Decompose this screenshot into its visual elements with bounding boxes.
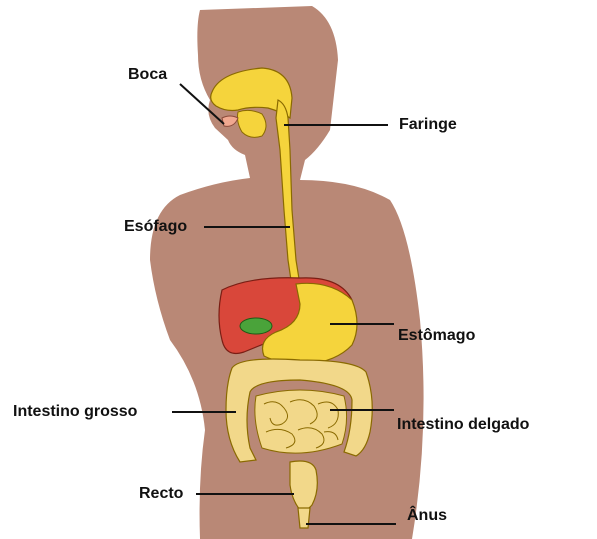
label-recto: Recto <box>139 485 184 502</box>
leader-lines <box>172 83 396 525</box>
label-estomago: Estômago <box>398 327 476 344</box>
label-faringe: Faringe <box>399 116 457 133</box>
lips-shape <box>221 115 239 127</box>
rectum-shape <box>289 460 318 512</box>
leader-line-boca <box>179 83 225 125</box>
gallbladder-shape <box>239 317 273 335</box>
label-esofago: Esófago <box>124 218 188 235</box>
label-boca: Boca <box>128 66 168 83</box>
mouth-shape <box>210 67 293 120</box>
label-anus: Ânus <box>407 507 447 524</box>
tongue-shape <box>237 109 267 138</box>
small-intestine-coils <box>254 389 348 454</box>
large-intestine-shape <box>225 358 373 463</box>
label-intestino-grosso: Intestino grosso <box>13 403 138 420</box>
label-intestino-delgado: Intestino delgado <box>397 416 530 433</box>
